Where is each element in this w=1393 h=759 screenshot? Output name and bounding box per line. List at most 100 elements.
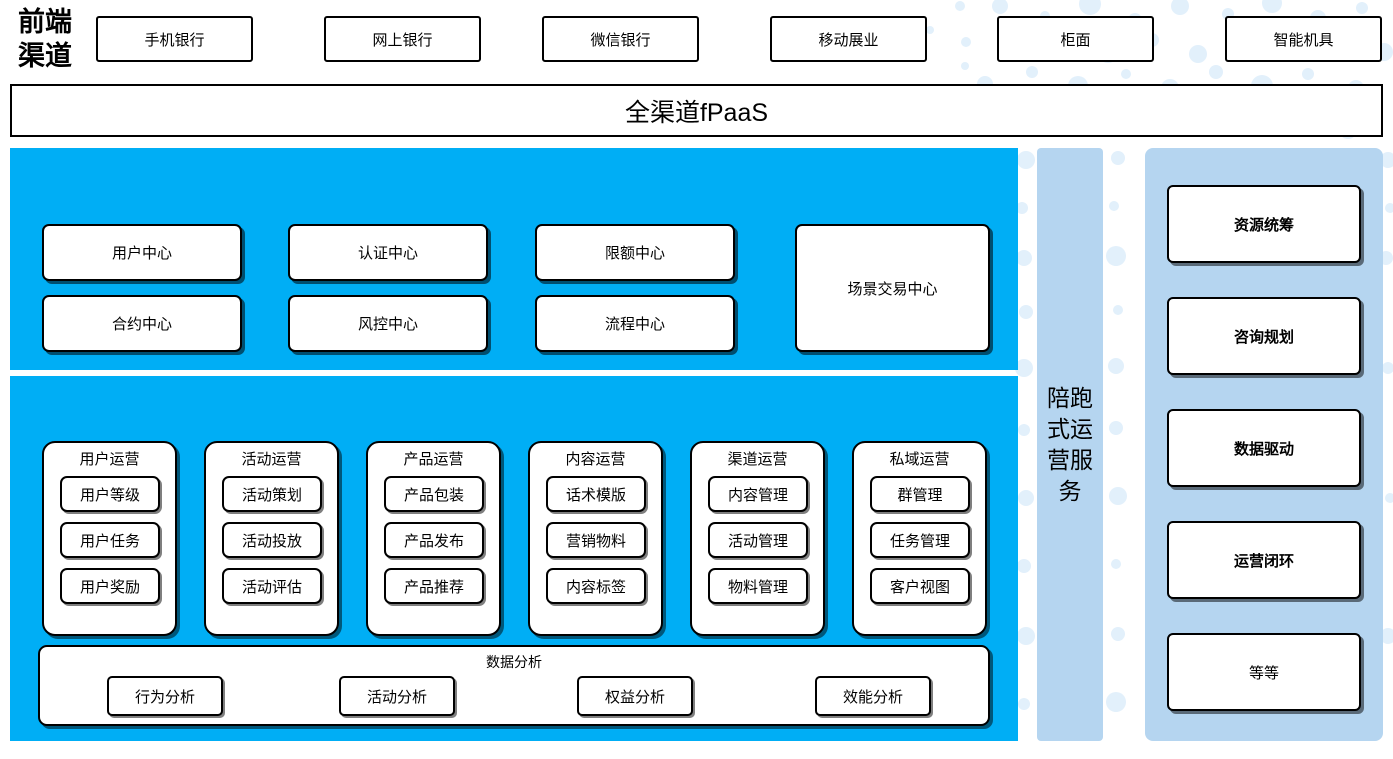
service-label-line-1: 式运 [1047, 415, 1093, 442]
channel-box-label: 移动展业 [818, 31, 879, 49]
channel-box-label: 柜面 [1060, 31, 1091, 49]
trade-center-box-5[interactable]: 风控中心 [288, 295, 488, 352]
capability-box-0[interactable]: 资源统筹 [1167, 185, 1361, 263]
accompanying-operation-service-column: 陪跑式运营服务 [1037, 148, 1103, 741]
capability-box-label: 运营闭环 [1233, 552, 1294, 570]
capability-column: 资源统筹咨询规划数据驱动运营闭环等等 [1145, 148, 1383, 741]
ops-sub-item-label: 产品包装 [403, 486, 464, 504]
channel-box-label: 手机银行 [144, 31, 205, 49]
trade-center-box-label: 风控中心 [357, 316, 418, 333]
ops-sub-item-label: 活动策划 [241, 486, 302, 504]
ops-sub-item-label: 活动评估 [241, 578, 302, 596]
ops-sub-item-label: 内容管理 [727, 486, 788, 504]
channel-box-1[interactable]: 网上银行 [324, 16, 481, 62]
trade-center-box-label: 限额中心 [604, 245, 665, 262]
service-label-line-2: 营服 [1047, 446, 1093, 473]
ops-sub-item[interactable]: 内容标签 [546, 568, 646, 604]
trade-center-box-1[interactable]: 认证中心 [288, 224, 488, 281]
ops-sub-item[interactable]: 营销物料 [546, 522, 646, 558]
trade-center-box-label: 认证中心 [357, 245, 418, 262]
capability-box-2[interactable]: 数据驱动 [1167, 409, 1361, 487]
ops-sub-item[interactable]: 用户等级 [60, 476, 160, 512]
ops-sub-item-label: 营销物料 [565, 532, 626, 550]
capability-box-label: 数据驱动 [1233, 440, 1294, 458]
frontend-channel-label-line1: 前端 [18, 7, 72, 37]
channel-box-5[interactable]: 智能机具 [1225, 16, 1382, 62]
service-label-line-3: 务 [1058, 477, 1082, 504]
ops-sub-item-label: 话术模版 [565, 486, 626, 504]
ops-column-2: 产品运营产品包装产品发布产品推荐 [366, 441, 501, 636]
ops-sub-item[interactable]: 产品包装 [384, 476, 484, 512]
ops-column-5: 私域运营群管理任务管理客户视图 [852, 441, 987, 636]
data-analysis-item-0[interactable]: 行为分析 [107, 676, 223, 716]
accompanying-operation-service-label: 陪跑式运营服务 [1042, 383, 1098, 507]
omnichannel-fpaas-bar[interactable]: 全渠道fPaaS [10, 84, 1383, 137]
ops-column-4: 渠道运营内容管理活动管理物料管理 [690, 441, 825, 636]
capability-box-4[interactable]: 等等 [1167, 633, 1361, 711]
channel-box-2[interactable]: 微信银行 [542, 16, 699, 62]
ops-sub-item[interactable]: 产品推荐 [384, 568, 484, 604]
ops-sub-item[interactable]: 活动投放 [222, 522, 322, 558]
trade-center-box-6[interactable]: 流程中心 [535, 295, 735, 352]
ops-sub-item[interactable]: 话术模版 [546, 476, 646, 512]
service-label-line-0: 陪跑 [1047, 384, 1093, 411]
ops-column-title: 产品运营 [403, 451, 464, 468]
ops-sub-item-label: 活动投放 [241, 532, 302, 550]
data-analysis-item-2[interactable]: 权益分析 [577, 676, 693, 716]
channel-box-label: 网上银行 [372, 31, 433, 49]
trade-center-box-0[interactable]: 用户中心 [42, 224, 242, 281]
ops-sub-item-label: 用户等级 [79, 486, 140, 504]
data-analysis-item-label: 活动分析 [366, 688, 427, 706]
ops-sub-item[interactable]: 客户视图 [870, 568, 970, 604]
capability-box-label: 等等 [1248, 664, 1279, 682]
trade-center-box-label: 用户中心 [111, 245, 172, 262]
ops-sub-item[interactable]: 活动管理 [708, 522, 808, 558]
ops-sub-item[interactable]: 产品发布 [384, 522, 484, 558]
channel-box-label: 智能机具 [1273, 31, 1334, 49]
trade-center-box-3[interactable]: 场景交易中心 [795, 224, 990, 352]
ops-column-title: 私域运营 [889, 451, 950, 468]
data-analysis-item-label: 效能分析 [842, 688, 903, 706]
trade-center-box-label: 流程中心 [604, 316, 665, 333]
ops-sub-item-label: 内容标签 [565, 578, 626, 596]
ops-sub-item-label: 任务管理 [889, 532, 950, 550]
ops-sub-item[interactable]: 群管理 [870, 476, 970, 512]
ops-column-title: 活动运营 [241, 451, 302, 468]
data-analysis-item-3[interactable]: 效能分析 [815, 676, 931, 716]
trade-center-box-label: 场景交易中心 [847, 280, 938, 298]
capability-box-label: 咨询规划 [1233, 328, 1294, 346]
omnichannel-fpaas-label: 全渠道fPaaS [624, 98, 769, 127]
trade-center-box-4[interactable]: 合约中心 [42, 295, 242, 352]
ops-sub-item-label: 活动管理 [727, 532, 788, 550]
ops-sub-item-label: 用户奖励 [79, 578, 140, 596]
data-analysis-item-label: 行为分析 [134, 688, 195, 706]
capability-box-label: 资源统筹 [1233, 216, 1294, 234]
ops-column-1: 活动运营活动策划活动投放活动评估 [204, 441, 339, 636]
ops-sub-item[interactable]: 用户任务 [60, 522, 160, 558]
trade-center-box-2[interactable]: 限额中心 [535, 224, 735, 281]
ops-sub-item[interactable]: 活动评估 [222, 568, 322, 604]
ops-sub-item[interactable]: 物料管理 [708, 568, 808, 604]
ops-sub-item[interactable]: 活动策划 [222, 476, 322, 512]
channel-box-4[interactable]: 柜面 [997, 16, 1154, 62]
ops-sub-item-label: 群管理 [897, 486, 943, 504]
ops-sub-item[interactable]: 用户奖励 [60, 568, 160, 604]
frontend-channel-label-line2: 渠道 [18, 41, 72, 71]
data-analysis-item-1[interactable]: 活动分析 [339, 676, 455, 716]
frontend-channel-row: 前端 渠道 手机银行 网上银行 微信银行 移动展业 柜面 智能机具 [0, 0, 1393, 78]
ops-sub-item-label: 客户视图 [889, 578, 950, 596]
ops-column-3: 内容运营话术模版营销物料内容标签 [528, 441, 663, 636]
ops-column-title: 内容运营 [565, 451, 626, 468]
ops-sub-item-label: 产品发布 [403, 532, 464, 550]
capability-box-1[interactable]: 咨询规划 [1167, 297, 1361, 375]
channel-box-label: 微信银行 [590, 31, 651, 49]
frontend-channel-label: 前端 渠道 [4, 4, 86, 74]
channel-box-0[interactable]: 手机银行 [96, 16, 253, 62]
ops-sub-item[interactable]: 内容管理 [708, 476, 808, 512]
channel-box-3[interactable]: 移动展业 [770, 16, 927, 62]
capability-box-3[interactable]: 运营闭环 [1167, 521, 1361, 599]
ops-sub-item[interactable]: 任务管理 [870, 522, 970, 558]
ops-column-title: 渠道运营 [727, 451, 788, 468]
ops-sub-item-label: 产品推荐 [403, 578, 464, 596]
ops-column-0: 用户运营用户等级用户任务用户奖励 [42, 441, 177, 636]
